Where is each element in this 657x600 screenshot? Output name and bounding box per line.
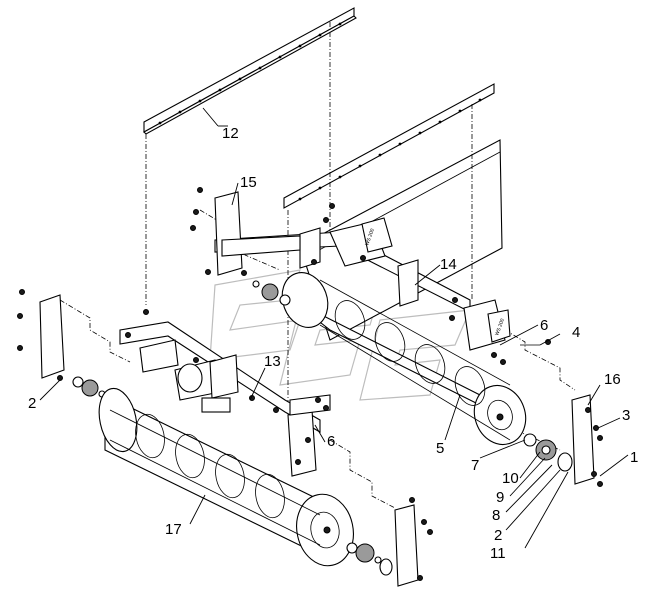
roller-front-end-hardware xyxy=(346,497,433,587)
callout-6-lower: 6 xyxy=(327,433,335,450)
callout-labels: 12 15 14 6 4 2 13 16 3 6 5 7 1 10 9 8 2 … xyxy=(28,125,638,562)
callout-15: 15 xyxy=(240,174,257,191)
svg-text:WS 200: WS 200 xyxy=(494,318,506,337)
roller-rear xyxy=(252,272,527,446)
callout-14: 14 xyxy=(440,256,457,273)
callout-6-upper: 6 xyxy=(540,317,548,334)
bracket-6-lower xyxy=(287,394,331,477)
roller-front-17 xyxy=(98,387,354,567)
bolts-mid xyxy=(125,309,551,413)
bracket-14: WS 200 xyxy=(397,259,540,365)
callout-7: 7 xyxy=(471,457,479,474)
bracket-15 xyxy=(190,187,317,276)
callout-5: 5 xyxy=(436,440,444,457)
callout-17: 17 xyxy=(165,521,182,538)
callout-10: 10 xyxy=(502,470,519,487)
callout-11: 11 xyxy=(490,545,506,562)
callout-1: 1 xyxy=(630,449,638,466)
roller-rear-end-hardware xyxy=(523,433,573,472)
strip-12 xyxy=(143,7,357,135)
callout-9: 9 xyxy=(496,489,504,506)
bracket-left-2 xyxy=(17,289,106,398)
callout-13: 13 xyxy=(264,353,281,370)
callout-12: 12 xyxy=(222,125,239,142)
callout-16: 16 xyxy=(604,371,621,388)
bracket-upper-right: WS 200 xyxy=(323,203,393,267)
callout-2-left: 2 xyxy=(28,395,36,412)
leader-lines xyxy=(39,107,629,549)
callout-4: 4 xyxy=(572,324,580,341)
callout-8: 8 xyxy=(492,507,500,524)
svg-text:WS 200: WS 200 xyxy=(364,228,376,247)
bracket-16 xyxy=(571,394,603,487)
strip-upper-right xyxy=(283,83,495,209)
front-frame-beam xyxy=(119,321,321,433)
callout-2-right: 2 xyxy=(494,527,502,544)
callout-3: 3 xyxy=(622,407,630,424)
